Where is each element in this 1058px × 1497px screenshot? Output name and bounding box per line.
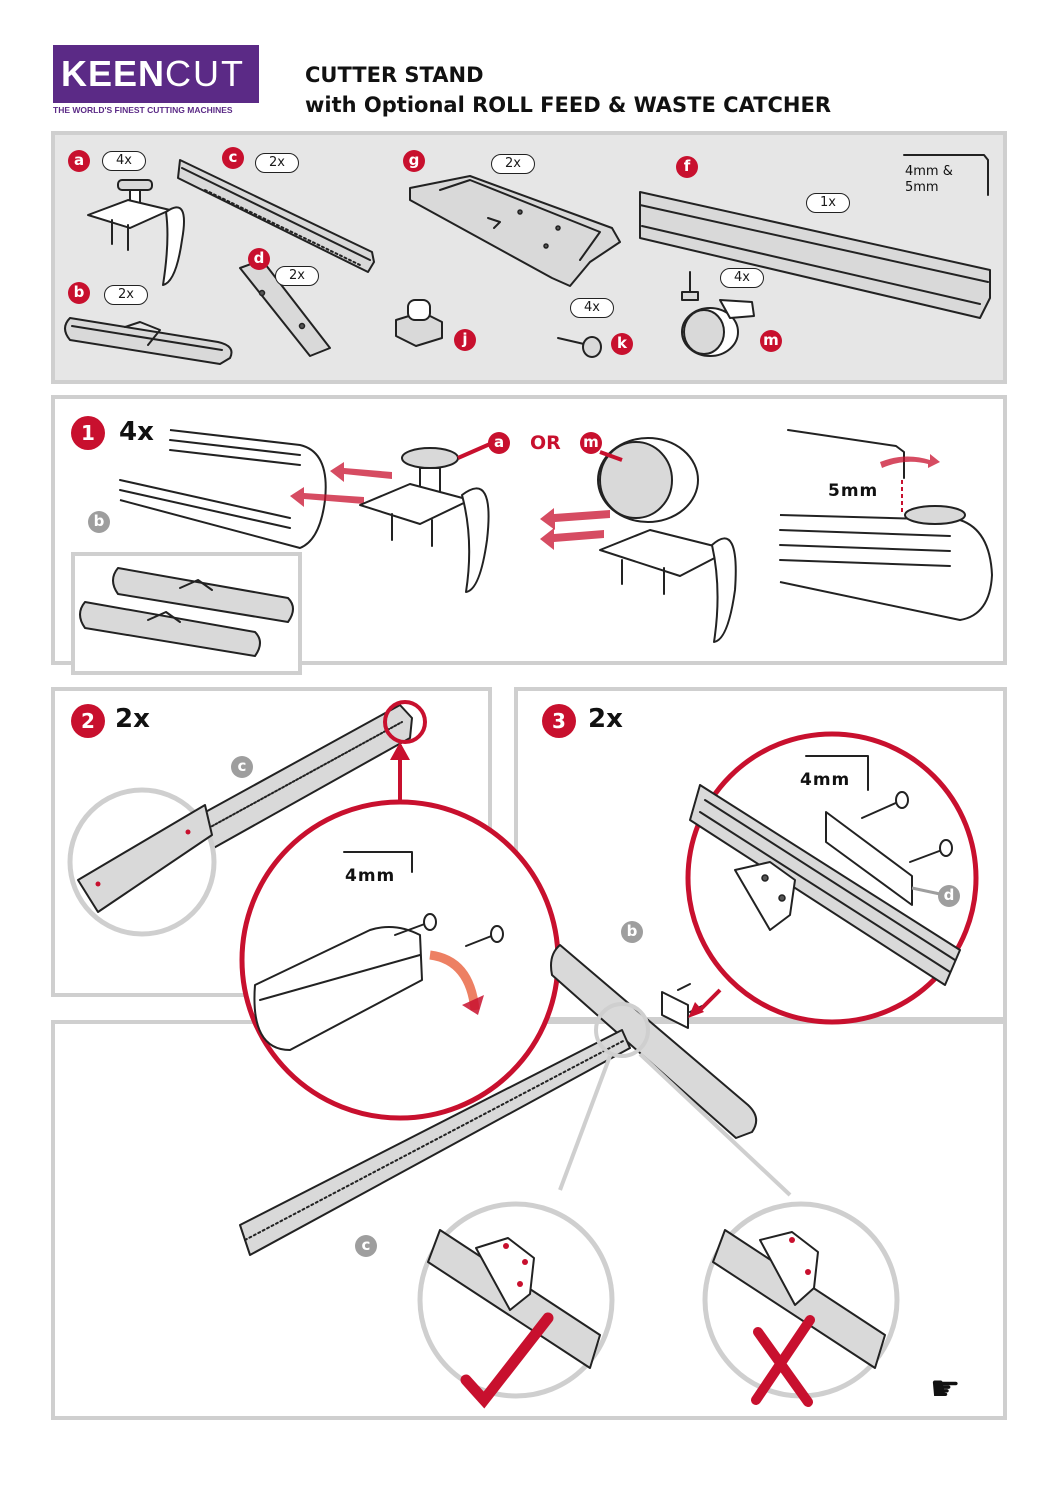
keencut-logo: KEENCUT THE WORLD'S FINEST CUTTING MACHI… [53,45,259,120]
part-f-qty: 1x [806,193,850,213]
step-1-illustrations [79,429,993,657]
step-3-part-b-marker: b [621,921,643,943]
part-a-marker: a [68,150,90,172]
check-icon [460,1312,554,1409]
step-1-part-m-marker: m [580,432,602,454]
part-b-qty: 2x [104,285,148,305]
part-b-illustration [64,317,233,365]
step-2-part-c-marker: c [231,756,253,778]
allen-key-icon [903,154,989,196]
logo-brand: KEENCUT [61,53,245,95]
part-k-illustration [557,336,602,358]
step-1-tool-label: 5mm [828,481,879,501]
part-k-marker: k [611,333,633,355]
part-m-illustration [681,271,755,357]
step-3-part-c-marker: c [355,1235,377,1257]
step-1-part-b-marker: b [88,511,110,533]
part-c-qty: 2x [255,153,299,173]
step-2-tool-label: 4mm [345,866,396,886]
part-a-illustration [87,179,185,286]
part-c-marker: c [222,147,244,169]
part-a-qty: 4x [102,151,146,171]
part-d-marker: d [248,248,270,270]
rotate-arrow-icon [880,454,940,468]
parts-illustrations [64,154,991,365]
part-f-illustration [639,191,991,319]
cross-icon [751,1315,815,1407]
part-b-marker: b [68,282,90,304]
title-line-1: CUTTER STAND [305,63,484,87]
part-f-marker: f [676,156,698,178]
step-1-number: 1 [71,416,105,450]
step-2-number: 2 [71,704,105,738]
step-2-count: 2x [115,704,150,734]
step-1-part-a-marker: a [488,432,510,454]
part-j-marker: j [454,329,476,351]
part-d-qty: 2x [275,266,319,286]
part-c-illustration [177,159,375,273]
title-line-2: with Optional ROLL FEED & WASTE CATCHER [305,93,832,117]
logo-tagline: THE WORLD'S FINEST CUTTING MACHINES [53,105,233,115]
step-3-number: 3 [542,704,576,738]
step-1-count: 4x [119,417,154,447]
pointing-hand-icon: ☛ [930,1369,961,1409]
step-3-count: 2x [588,704,623,734]
part-m-marker: m [760,330,782,352]
parts-tools-label: 4mm & 5mm [905,164,953,195]
logo-brand-cut: CUT [165,53,246,94]
logo-box: KEENCUT [53,45,259,103]
step-3-part-d-marker: d [938,885,960,907]
document-title: CUTTER STAND with Optional ROLL FEED & W… [305,60,831,120]
part-k-qty: 4x [570,298,614,318]
part-j-illustration [395,299,443,347]
logo-brand-keen: KEEN [61,53,166,94]
part-g-marker: g [403,150,425,172]
step-1-or-text: OR [530,432,561,454]
part-m-qty: 4x [720,268,764,288]
part-g-illustration [409,175,621,287]
step-3-tool-label: 4mm [800,770,851,790]
part-g-qty: 2x [491,154,535,174]
